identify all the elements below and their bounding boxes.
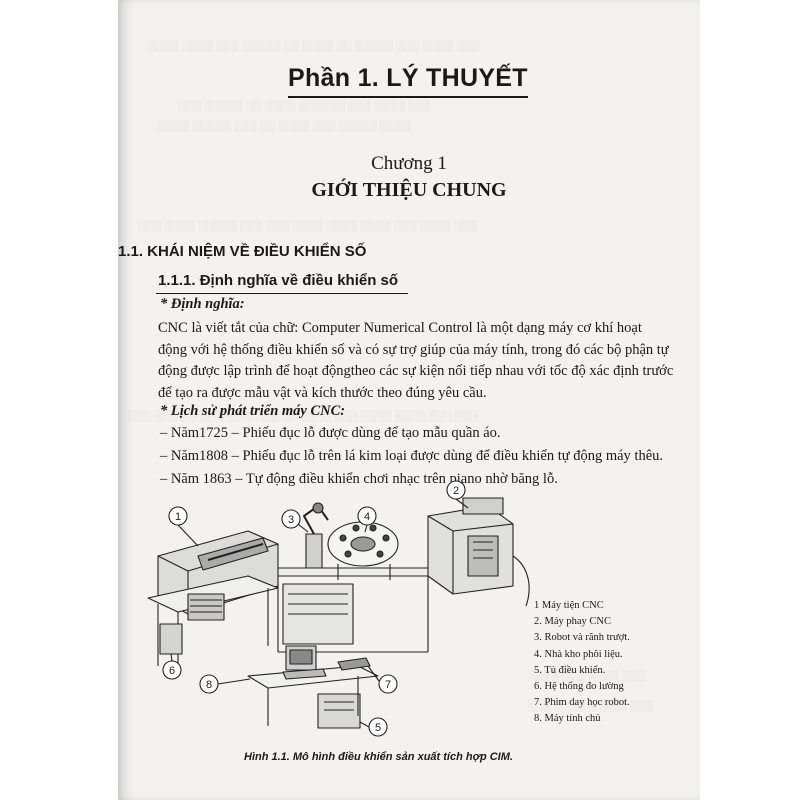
part-title-text: Phần 1. LÝ THUYẾT [288, 64, 528, 92]
section-heading: 1.1. KHÁI NIỆM VỀ ĐIỀU KHIỂN SỐ [118, 243, 367, 260]
history-label: * Lịch sử phát triển máy CNC: [160, 403, 346, 419]
legend-item: 6. Hệ thống đo lường [534, 681, 624, 693]
callout-3: 3 [281, 509, 309, 533]
callout-2: 2 [446, 480, 469, 509]
history-item: – Năm1725 – Phiếu đục lỗ được dùng để tạ… [160, 425, 501, 441]
definition-label: * Định nghĩa: [160, 296, 245, 312]
callout-5: 5 [359, 717, 388, 737]
chapter-number: Chương 1 [371, 153, 447, 174]
storage-carousel [327, 521, 399, 580]
callout-4: 4 [357, 506, 377, 533]
legend-item: 5. Tủ điều khiển. [534, 664, 606, 676]
control-cabinet [317, 693, 361, 729]
figure-legend: 1 Máy tiện CNC 2. Máy phay CNC 3. Robot … [534, 598, 630, 728]
legend-item: 4. Nhà kho phôi liệu. [534, 648, 623, 660]
definition-line: CNC là viết tắt của chữ: Computer Numeri… [158, 320, 642, 336]
conveyor-table [247, 567, 449, 653]
legend-item: 1 Máy tiện CNC [534, 600, 604, 611]
legend-item: 8. Máy tính chủ [534, 713, 601, 725]
definition-line: để tạo ra được mẫu vật và kích thước the… [158, 384, 487, 401]
cnc-lathe [147, 530, 279, 672]
callout-label: 6 [169, 665, 175, 677]
callout-6: 6 [162, 653, 182, 680]
callout-label: 4 [364, 511, 370, 523]
subsection-underline [156, 293, 408, 294]
legend-item: 2. Máy phay CNC [534, 616, 611, 628]
book-page: ░░░░ ░░░░ ░░░ ░░░░░ ░░ ░░░░ ░░ ░░░░░ ░░░… [118, 0, 700, 800]
definition-line: động được lập trình để hoạt độngtheo các… [158, 363, 674, 379]
callout-7: 7 [367, 665, 398, 694]
callout-label: 2 [453, 485, 459, 497]
callout-label: 8 [206, 679, 212, 691]
legend-item: 3. Robot và rãnh trượt. [534, 632, 630, 644]
robot-arm [303, 502, 329, 569]
definition-paragraph: CNC là viết tắt của chữ: Computer Numeri… [158, 318, 682, 404]
cnc-mill [427, 497, 530, 607]
cim-diagram: 1 2 3 4 5 6 7 8 [147, 480, 530, 737]
callout-8: 8 [199, 674, 251, 694]
callout-1: 1 [168, 506, 199, 547]
part-title: Phần 1. LÝ THUYẾT [288, 64, 528, 98]
callout-label: 1 [175, 511, 181, 523]
subsection-heading: 1.1.1. Định nghĩa về điều khiển số [158, 272, 399, 289]
chapter-title: GIỚI THIỆU CHUNG [311, 179, 507, 201]
figure-caption: Hình 1.1. Mô hình điều khiển sản xuất tí… [244, 751, 513, 763]
callout-label: 3 [288, 514, 294, 526]
teach-pendant [337, 657, 371, 671]
definition-line: động với hệ thống điều khiển số và có sự… [158, 341, 669, 358]
history-item: – Năm1808 – Phiếu đục lỗ trên lá kim loạ… [160, 448, 664, 464]
callout-label: 7 [385, 679, 391, 691]
part-title-underline [288, 96, 528, 98]
measurement-system [159, 623, 183, 655]
callout-label: 5 [375, 722, 381, 734]
host-computer [247, 645, 379, 726]
legend-item: 7. Phim day học robot. [534, 697, 630, 709]
